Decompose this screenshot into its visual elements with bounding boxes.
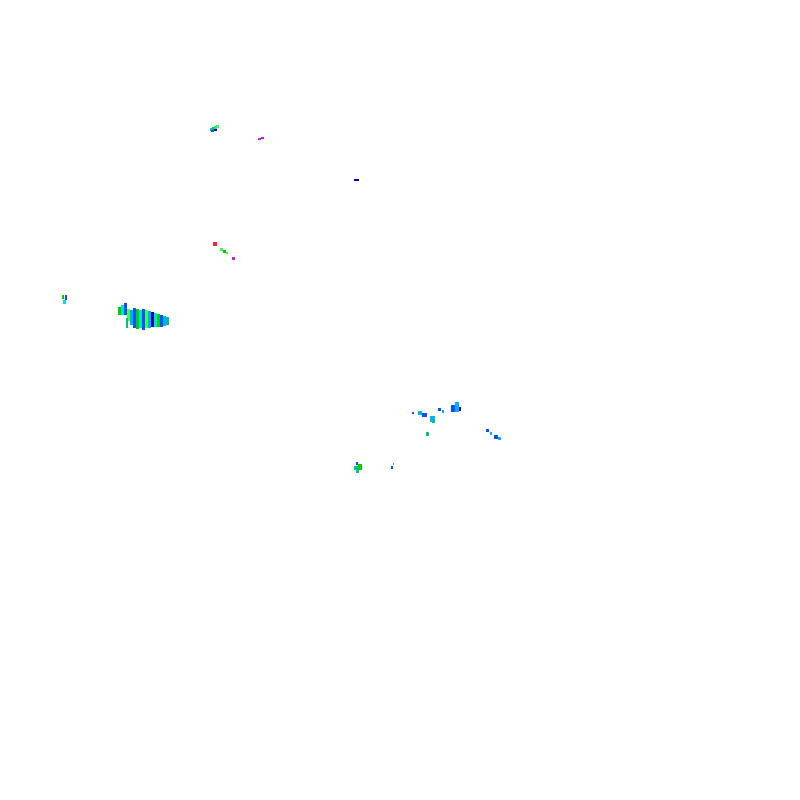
echo-cluster-east-a xyxy=(412,411,435,436)
echo-cluster-south xyxy=(354,462,394,473)
echo-cluster-north xyxy=(210,125,219,132)
echo-cluster-west-small xyxy=(62,295,67,304)
echo-streak-magenta xyxy=(258,137,264,140)
echo-dot-navy xyxy=(354,179,359,181)
echo-line-green-red xyxy=(213,242,235,260)
echo-cluster-west-main xyxy=(118,303,169,330)
echo-cluster-east-b xyxy=(438,402,461,413)
echo-cluster-east-c xyxy=(486,429,501,440)
